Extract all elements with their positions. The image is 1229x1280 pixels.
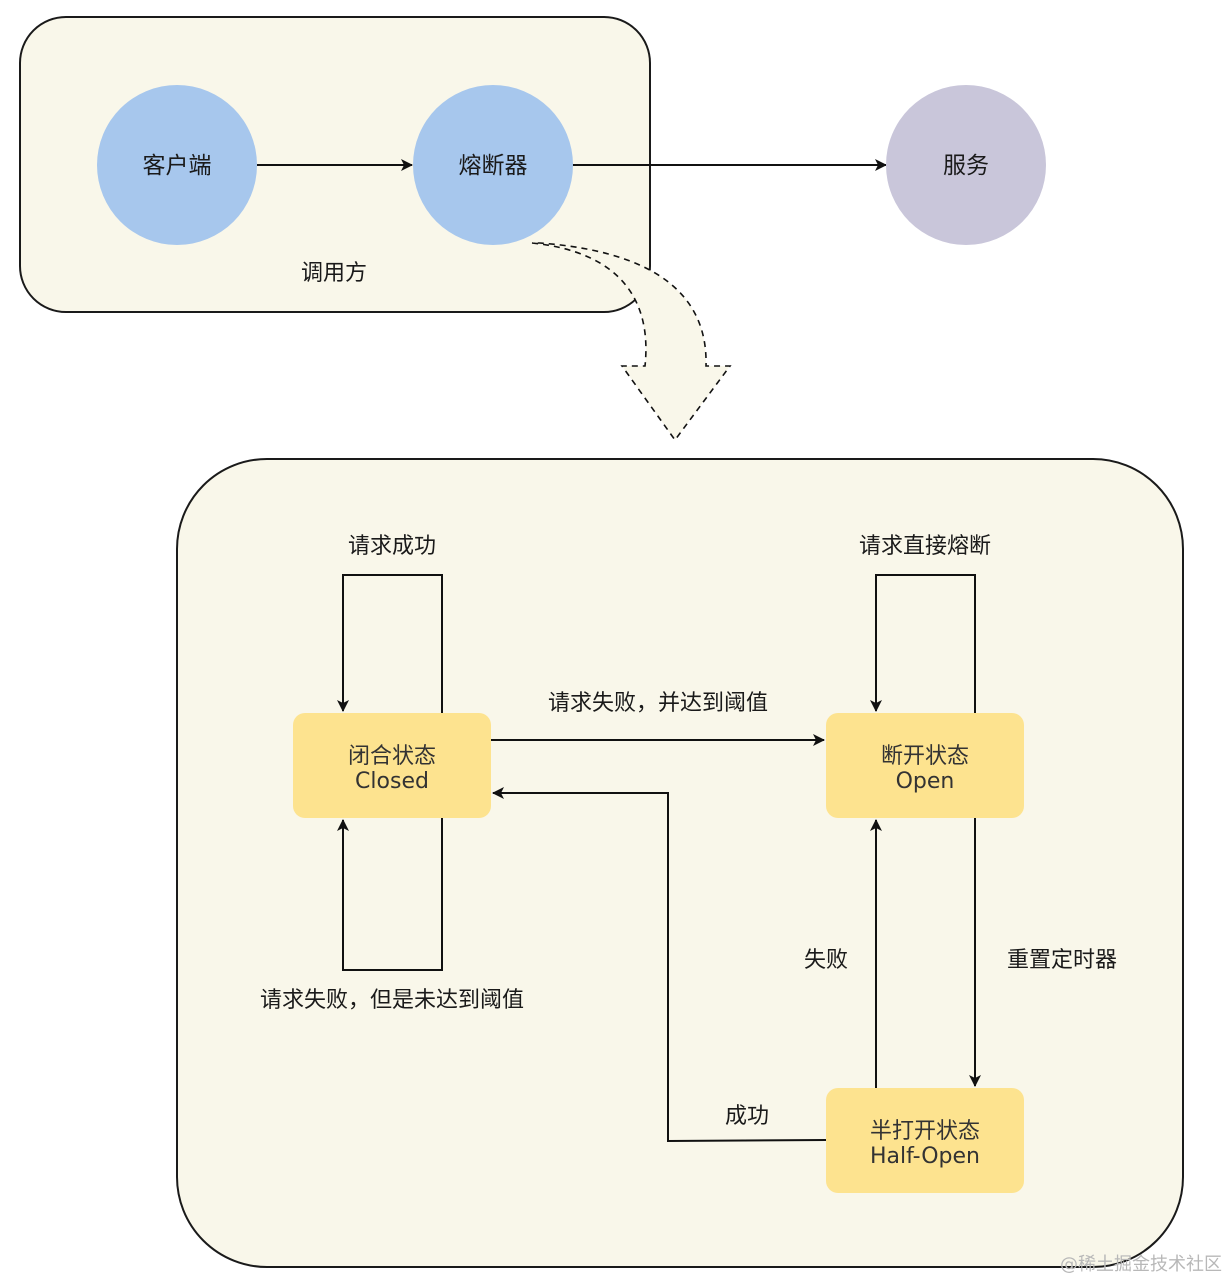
edge-closed-self-top-label: 请求成功: [348, 534, 436, 559]
state-open-title: 断开状态: [881, 744, 969, 769]
edge-closed-self-bottom-label: 请求失败，但是未达到阈值: [260, 988, 524, 1013]
caller-label: 调用方: [301, 261, 367, 286]
state-machine-container: [176, 458, 1184, 1268]
edge-half-to-closed-label: 成功: [725, 1104, 769, 1129]
service-node: [886, 85, 1046, 245]
client-node: [97, 85, 257, 245]
edge-closed-self-bottom: [337, 818, 443, 971]
state-open-subtitle: Open: [896, 769, 955, 794]
state-closed-title: 闭合状态: [348, 744, 436, 769]
state-half-open: [826, 1088, 1024, 1193]
edge-open-self-top-label: 请求直接熔断: [859, 534, 991, 559]
state-half-open-subtitle: Half-Open: [870, 1144, 980, 1169]
edge-half-to-open-label: 失败: [804, 948, 848, 973]
edge-half-to-closed: [492, 787, 827, 1143]
state-closed-subtitle: Closed: [355, 769, 429, 794]
edge-open-self-top: [870, 574, 976, 713]
edge-open-to-half-label: 重置定时器: [1007, 948, 1117, 973]
edge-closed-to-open-label: 请求失败，并达到阈值: [548, 691, 768, 716]
state-half-open-title: 半打开状态: [870, 1119, 980, 1144]
breaker-label: 熔断器: [459, 153, 528, 179]
state-closed: [293, 713, 491, 818]
client-label: 客户端: [143, 153, 212, 179]
service-label: 服务: [943, 153, 989, 179]
zoom-curved-arrow: [531, 242, 732, 442]
state-open: [826, 713, 1024, 818]
breaker-node: [413, 85, 573, 245]
edge-closed-self-top: [337, 574, 443, 713]
watermark: @稀土掘金技术社区: [1060, 1254, 1222, 1275]
